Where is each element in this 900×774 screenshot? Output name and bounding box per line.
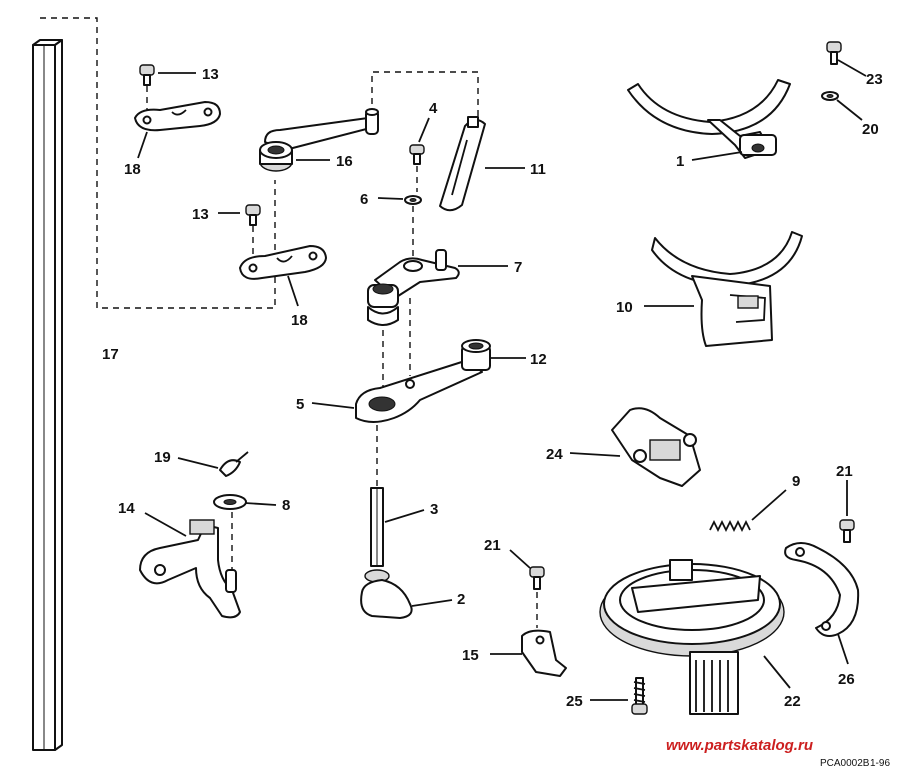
callout-4: 4 <box>429 100 438 117</box>
part-2-foot[interactable] <box>360 569 413 619</box>
part-15-clip[interactable] <box>521 629 567 677</box>
callout-21-left: 21 <box>484 537 501 554</box>
callout-22: 22 <box>784 693 801 710</box>
date-code: 1-96 <box>870 758 890 769</box>
part-22-stator-plate[interactable] <box>599 559 785 715</box>
callout-18-lower: 18 <box>291 312 308 329</box>
part-18-bracket-lower[interactable] <box>239 245 327 280</box>
part-12-bushing[interactable] <box>461 339 491 371</box>
part-24-sensor[interactable] <box>611 407 701 487</box>
callout-1: 1 <box>676 153 684 170</box>
callout-19: 19 <box>154 449 171 466</box>
part-26-bracket[interactable] <box>784 542 860 637</box>
callout-2: 2 <box>457 591 465 608</box>
part-23-screw[interactable] <box>826 41 842 65</box>
callout-21-right: 21 <box>836 463 853 480</box>
callout-6: 6 <box>360 191 368 208</box>
part-18-bracket-top[interactable] <box>134 101 221 132</box>
callout-14: 14 <box>118 500 135 517</box>
part-8-washer[interactable] <box>213 494 247 510</box>
callout-5: 5 <box>296 396 304 413</box>
part-3-shaft[interactable] <box>370 487 384 567</box>
assembly-path-17 <box>40 17 276 309</box>
part-21-screw-left[interactable] <box>529 566 545 590</box>
watermark: www.partskatalog.ru <box>666 737 813 754</box>
part-6-washer[interactable] <box>404 195 422 205</box>
callout-7: 7 <box>514 259 522 276</box>
part-10-bracket[interactable] <box>651 231 803 347</box>
part-21-screw-right[interactable] <box>839 519 855 543</box>
part-13-screw-top[interactable] <box>139 64 155 86</box>
callout-20: 20 <box>862 121 879 138</box>
part-7-lever[interactable] <box>367 249 460 326</box>
callout-13-lower: 13 <box>192 206 209 223</box>
part-20-washer[interactable] <box>821 91 839 101</box>
drawing-code: PCA0002B <box>820 758 870 769</box>
callout-26: 26 <box>838 671 855 688</box>
part-11-link[interactable] <box>439 116 486 212</box>
part-4-screw[interactable] <box>409 144 425 165</box>
callout-9: 9 <box>792 473 800 490</box>
part-17-rod[interactable] <box>32 39 63 751</box>
callout-24: 24 <box>546 446 563 463</box>
callout-12: 12 <box>530 351 547 368</box>
callout-18-top: 18 <box>124 161 141 178</box>
callout-labels: 13 18 16 13 18 17 4 6 11 7 12 5 3 2 19 8… <box>102 66 883 710</box>
part-19-clip[interactable] <box>219 451 249 477</box>
callout-25: 25 <box>566 693 583 710</box>
part-14-arm[interactable] <box>139 519 241 619</box>
callout-3: 3 <box>430 501 438 518</box>
part-13-screw-lower[interactable] <box>245 204 261 226</box>
part-5-main-lever[interactable] <box>355 359 483 423</box>
callout-15: 15 <box>462 647 479 664</box>
callout-23: 23 <box>866 71 883 88</box>
assembly-path-11 <box>371 71 479 120</box>
callout-10: 10 <box>616 299 633 316</box>
callout-17: 17 <box>102 346 119 363</box>
callout-8: 8 <box>282 497 290 514</box>
part-25-screw[interactable] <box>631 677 648 715</box>
part-9-spring[interactable] <box>709 519 751 533</box>
part-1-ring-bracket[interactable] <box>627 79 791 159</box>
part-16-crank-arm[interactable] <box>259 108 379 172</box>
callout-11: 11 <box>530 161 546 178</box>
callout-16: 16 <box>336 153 353 170</box>
leader-lines <box>137 59 867 701</box>
callout-13-top: 13 <box>202 66 219 83</box>
